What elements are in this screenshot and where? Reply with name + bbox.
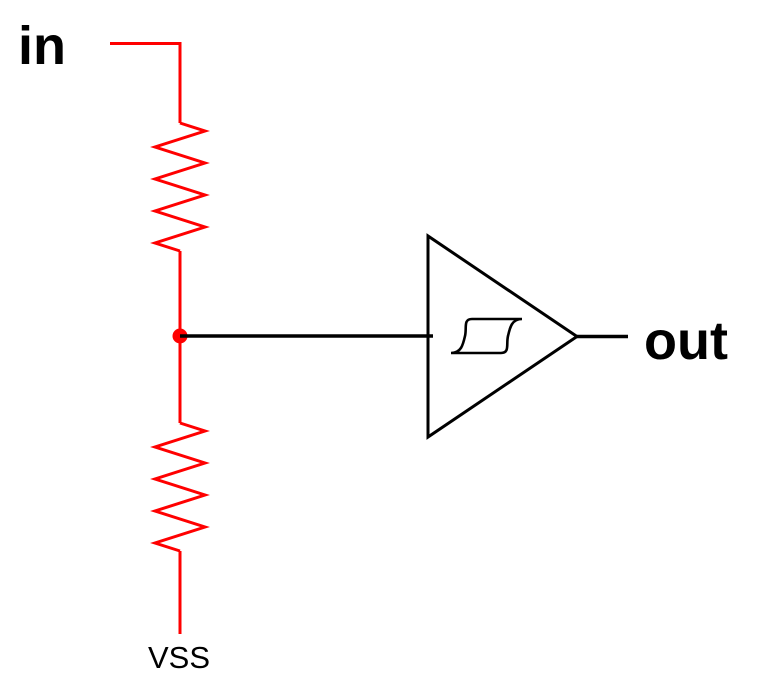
output-label: out bbox=[644, 311, 728, 371]
hysteresis-loop-icon bbox=[450, 317, 523, 355]
ground-label: VSS bbox=[148, 640, 210, 675]
schmitt-trigger-buffer-icon bbox=[426, 233, 580, 440]
wire-in-to-resistor bbox=[110, 42, 182, 123]
input-label: in bbox=[18, 16, 66, 76]
resistor-zigzag-icon-upper bbox=[150, 121, 210, 253]
resistor-zigzag-icon-lower bbox=[150, 421, 210, 553]
